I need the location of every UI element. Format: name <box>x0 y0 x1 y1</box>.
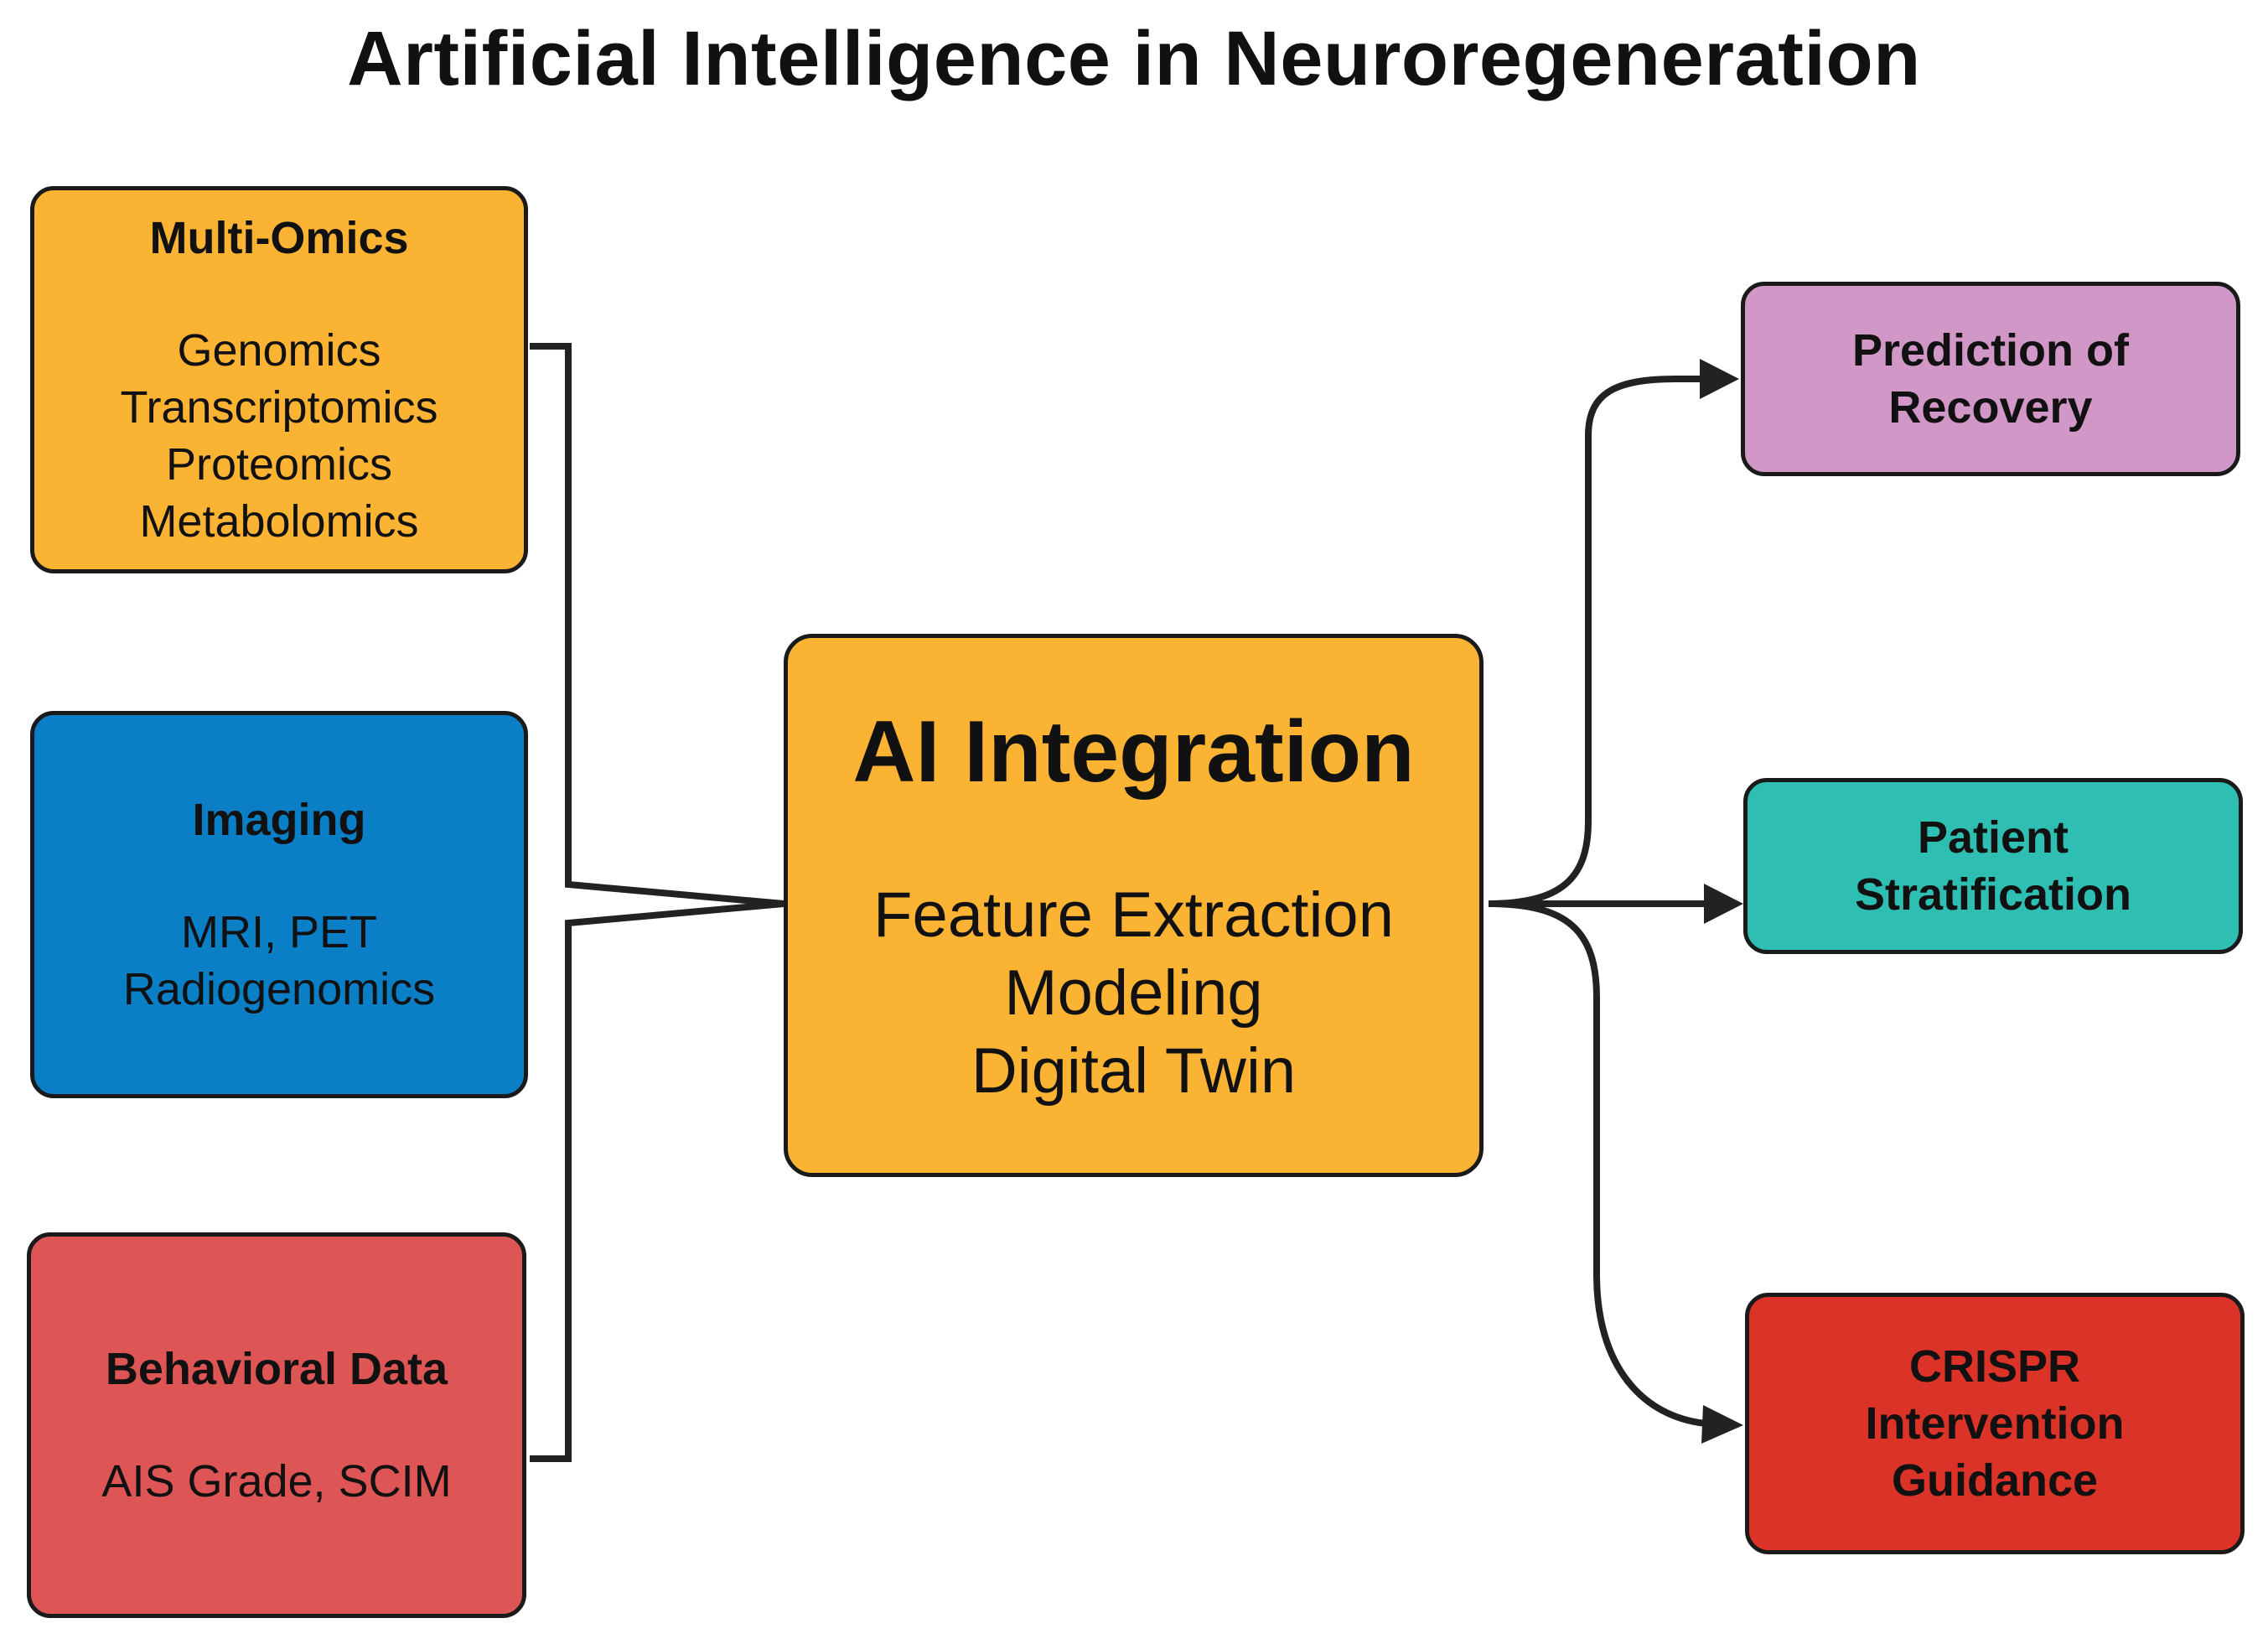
crispr-intervention-line: CRISPR <box>1908 1341 2081 1392</box>
diagram-title: Artificial Intelligence in Neuroregenera… <box>347 16 1921 101</box>
prediction-of-recovery-box: Prediction of Recovery <box>1741 282 2240 476</box>
behavioral-data-box: Behavioral Data AIS Grade, SCIM <box>27 1232 526 1618</box>
patient-stratification-line: Stratification <box>1854 869 2132 920</box>
arrowhead-stratification <box>1704 884 1743 924</box>
multi-omics-item: Proteomics <box>165 439 393 490</box>
multi-omics-item: Metabolomics <box>139 496 419 547</box>
arrow-to-recovery <box>1488 376 1701 907</box>
multi-omics-box: Multi-Omics Genomics Transcriptomics Pro… <box>30 186 528 573</box>
ai-integration-items: Feature Extraction Modeling Digital Twin <box>873 876 1394 1110</box>
multi-omics-title: Multi-Omics <box>149 213 409 263</box>
input-bracket-line <box>530 343 784 1462</box>
ai-integration-title: AI Integration <box>852 703 1415 801</box>
multi-omics-item: Genomics <box>177 325 381 376</box>
behavioral-data-title: Behavioral Data <box>105 1344 448 1394</box>
patient-stratification-line: Patient <box>1917 812 2069 863</box>
multi-omics-items: Genomics Transcriptomics Proteomics Meta… <box>120 322 438 550</box>
imaging-title: Imaging <box>192 795 366 845</box>
crispr-intervention-label: CRISPR Intervention Guidance <box>1865 1338 2124 1509</box>
imaging-item: MRI, PET <box>180 907 377 957</box>
crispr-intervention-line: Guidance <box>1891 1455 2099 1506</box>
arrowhead-recovery <box>1700 359 1739 399</box>
ai-integration-item: Feature Extraction <box>873 879 1394 951</box>
crispr-intervention-box: CRISPR Intervention Guidance <box>1745 1293 2245 1554</box>
patient-stratification-label: Patient Stratification <box>1855 809 2131 923</box>
prediction-of-recovery-label: Prediction of Recovery <box>1852 322 2129 436</box>
prediction-of-recovery-line: Prediction of <box>1851 325 2129 376</box>
imaging-items: MRI, PET Radiogenomics <box>123 904 435 1018</box>
arrow-to-crispr <box>1488 900 1706 1427</box>
prediction-of-recovery-line: Recovery <box>1888 382 2093 433</box>
crispr-intervention-line: Intervention <box>1865 1398 2125 1449</box>
arrowhead-crispr <box>1701 1405 1743 1444</box>
ai-integration-item: Modeling <box>1004 957 1263 1029</box>
behavioral-data-items: AIS Grade, SCIM <box>101 1453 451 1510</box>
imaging-box: Imaging MRI, PET Radiogenomics <box>30 711 528 1098</box>
ai-integration-box: AI Integration Feature Extraction Modeli… <box>784 634 1484 1177</box>
behavioral-data-item: AIS Grade, SCIM <box>101 1456 452 1507</box>
multi-omics-item: Transcriptomics <box>120 382 438 433</box>
patient-stratification-box: Patient Stratification <box>1743 778 2243 954</box>
ai-integration-item: Digital Twin <box>971 1035 1297 1107</box>
imaging-item: Radiogenomics <box>122 964 436 1014</box>
